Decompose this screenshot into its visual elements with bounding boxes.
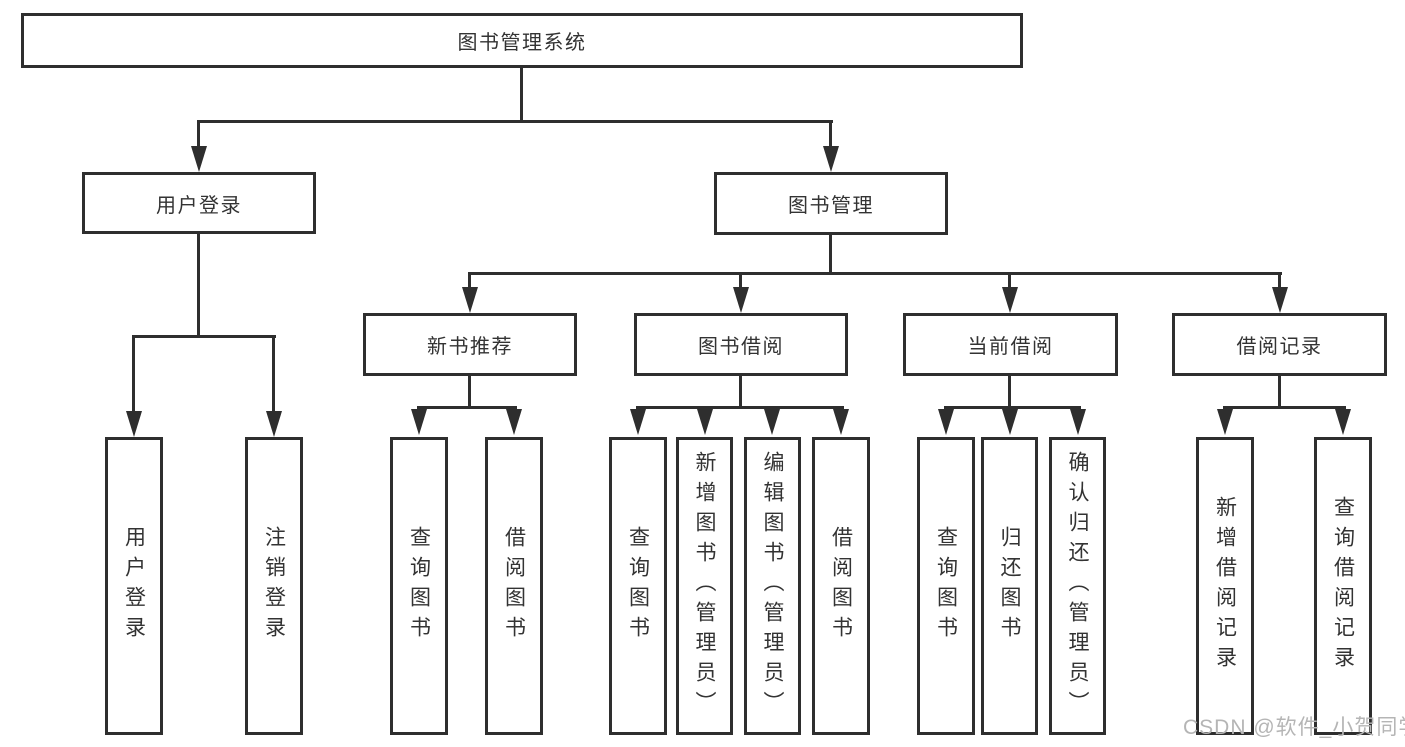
leaf-current-query-books: 查询图书 bbox=[917, 437, 975, 735]
connector-line bbox=[197, 120, 200, 150]
arrow-down-icon bbox=[126, 411, 142, 437]
connector-line bbox=[829, 235, 832, 275]
connector-line bbox=[520, 68, 523, 123]
arrow-down-icon bbox=[191, 146, 207, 172]
connector-line bbox=[739, 272, 742, 290]
arrow-down-icon bbox=[1217, 409, 1233, 435]
arrow-down-icon bbox=[1070, 409, 1086, 435]
leaf-logout: 注销登录 bbox=[245, 437, 303, 735]
arrow-down-icon bbox=[1002, 409, 1018, 435]
connector-line bbox=[1008, 272, 1011, 290]
arrow-down-icon bbox=[411, 409, 427, 435]
arrow-down-icon bbox=[764, 409, 780, 435]
leaf-borrow-query-books: 查询图书 bbox=[609, 437, 667, 735]
arrow-down-icon bbox=[697, 409, 713, 435]
connector-line bbox=[1278, 272, 1281, 290]
connector-line bbox=[468, 272, 471, 290]
arrow-down-icon bbox=[733, 287, 749, 313]
connector-line bbox=[739, 376, 742, 409]
arrow-down-icon bbox=[938, 409, 954, 435]
arrow-down-icon bbox=[1002, 287, 1018, 313]
arrow-down-icon bbox=[462, 287, 478, 313]
leaf-records-query-record: 查询借阅记录 bbox=[1314, 437, 1372, 735]
leaf-newbooks-query-books: 查询图书 bbox=[390, 437, 448, 735]
connector-line bbox=[944, 406, 1081, 409]
arrow-down-icon bbox=[630, 409, 646, 435]
csdn-watermark: CSDN @软件_小贺同学 bbox=[1183, 716, 1405, 739]
leaf-records-add-record: 新增借阅记录 bbox=[1196, 437, 1254, 735]
leaf-user-login: 用户登录 bbox=[105, 437, 163, 735]
connector-line bbox=[417, 406, 517, 409]
connector-line bbox=[197, 233, 200, 337]
node-current-borrow: 当前借阅 bbox=[903, 313, 1118, 376]
connector-line bbox=[636, 406, 844, 409]
leaf-borrow-borrow-books: 借阅图书 bbox=[812, 437, 870, 735]
arrow-down-icon bbox=[1335, 409, 1351, 435]
node-borrow-records: 借阅记录 bbox=[1172, 313, 1387, 376]
node-new-book-recommend: 新书推荐 bbox=[363, 313, 577, 376]
node-user-login: 用户登录 bbox=[82, 172, 316, 234]
connector-line bbox=[1008, 376, 1011, 409]
leaf-borrow-add-book-admin: 新增图书（管理员） bbox=[676, 437, 733, 735]
connector-line bbox=[468, 272, 1282, 275]
arrow-down-icon bbox=[823, 146, 839, 172]
node-root: 图书管理系统 bbox=[21, 13, 1023, 68]
arrow-down-icon bbox=[833, 409, 849, 435]
connector-line bbox=[272, 335, 275, 413]
arrow-down-icon bbox=[1272, 287, 1288, 313]
node-book-borrow: 图书借阅 bbox=[634, 313, 848, 376]
leaf-current-return-books: 归还图书 bbox=[981, 437, 1038, 735]
connector-line bbox=[468, 376, 471, 409]
connector-line bbox=[132, 335, 135, 413]
node-book-management: 图书管理 bbox=[714, 172, 948, 235]
connector-line bbox=[132, 335, 276, 338]
connector-line bbox=[1278, 376, 1281, 409]
arrow-down-icon bbox=[506, 409, 522, 435]
connector-line bbox=[1223, 406, 1346, 409]
leaf-borrow-edit-book-admin: 编辑图书（管理员） bbox=[744, 437, 801, 735]
arrow-down-icon bbox=[266, 411, 282, 437]
connector-line bbox=[829, 120, 832, 150]
connector-line bbox=[197, 120, 833, 123]
leaf-current-confirm-return-admin: 确认归还（管理员） bbox=[1049, 437, 1106, 735]
leaf-newbooks-borrow-books: 借阅图书 bbox=[485, 437, 543, 735]
